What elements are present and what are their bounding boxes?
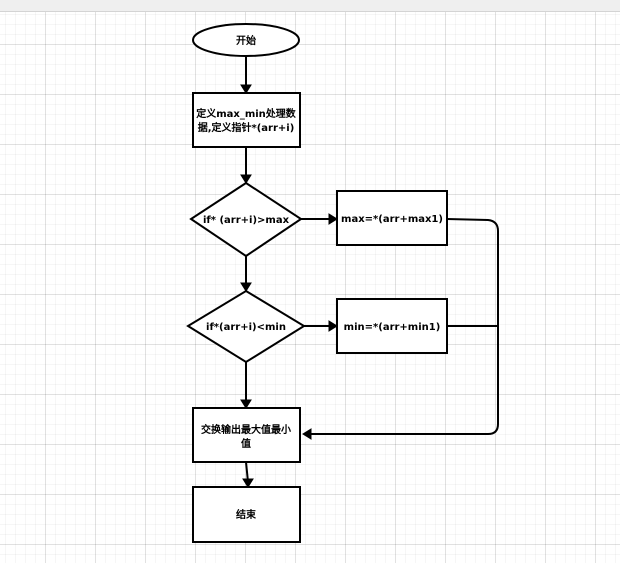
define-label-line-1: 定义max_min处理数 — [196, 107, 297, 120]
edge-assign-max-to-swap[interactable] — [308, 218, 499, 435]
cond-max-node[interactable]: if* (arr+i)>max — [189, 181, 303, 258]
arrowhead-swap — [240, 399, 252, 409]
end-node[interactable]: 结束 — [192, 486, 301, 543]
toolbar-strip — [0, 0, 620, 12]
swap-node[interactable]: 交换输出最大值最小 值 — [192, 407, 301, 463]
assign-max-label: max=*(arr+max1) — [341, 214, 443, 225]
assign-max-node[interactable]: max=*(arr+max1) — [336, 190, 448, 246]
start-node[interactable]: 开始 — [192, 23, 300, 57]
arrowhead-define — [240, 84, 252, 94]
cond-min-label: if*(arr+i)<min — [206, 322, 286, 333]
arrowhead-cond-max — [240, 174, 252, 184]
arrowhead-assign-min — [328, 320, 338, 332]
arrowhead-end — [242, 478, 254, 488]
arrowhead-assign-max — [328, 213, 338, 225]
assign-min-label: min=*(arr+min1) — [344, 322, 441, 333]
swap-label-line-1: 交换输出最大值最小 — [201, 423, 291, 436]
start-label: 开始 — [236, 34, 256, 47]
define-node[interactable]: 定义max_min处理数 据,定义指针*(arr+i) — [192, 92, 301, 148]
define-label-line-2: 据,定义指针*(arr+i) — [198, 121, 295, 134]
assign-min-node[interactable]: min=*(arr+min1) — [336, 298, 448, 354]
cond-min-node[interactable]: if*(arr+i)<min — [186, 289, 306, 364]
cond-max-label: if* (arr+i)>max — [203, 215, 290, 226]
swap-label-line-2: 值 — [241, 437, 251, 450]
end-label: 结束 — [236, 508, 257, 521]
arrowhead-cond-min — [240, 282, 252, 292]
arrowhead-swap-side — [302, 428, 312, 440]
